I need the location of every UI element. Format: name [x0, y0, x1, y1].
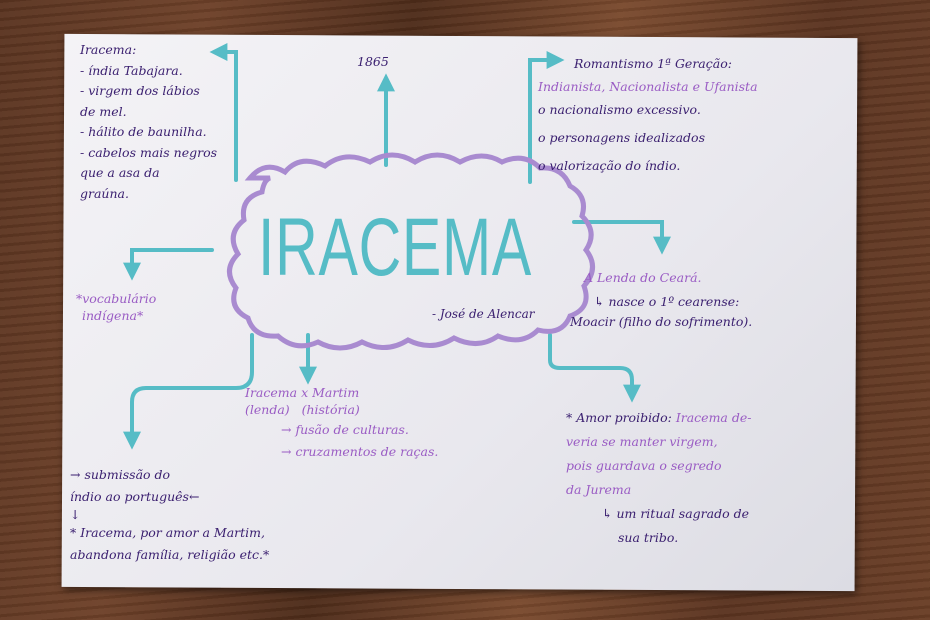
list-item: → fusão de culturas.	[281, 422, 409, 437]
submission-line: → submissão do	[70, 467, 171, 482]
list-item: graúna.	[80, 185, 129, 201]
forbidden-love-text: da Jurema	[566, 482, 632, 497]
list-item: que a asa da	[80, 165, 160, 180]
arrow-vocabulary	[123, 248, 214, 281]
list-item: - hálito de baunilha.	[80, 124, 207, 139]
forbidden-love-sub-text: sua tribo.	[618, 530, 679, 545]
forbidden-love-heading: * Amor proibido:	[566, 410, 672, 425]
list-item: o valorização do índio.	[538, 158, 681, 173]
forbidden-love-text: pois guardava o segredo	[566, 458, 722, 473]
list-item: - índia Tabajara.	[80, 62, 183, 78]
vocabulary-block: *vocabulário indígena*	[76, 290, 156, 324]
contrast-block: Iracema x Martim (lenda) (história) → fu…	[245, 384, 438, 462]
list-item: - cabelos mais negros	[80, 144, 218, 160]
contrast-x: x	[301, 385, 309, 400]
movement-subtitle: Indianista, Nacionalista e Ufanista	[538, 79, 758, 94]
movement-heading: Romantismo 1ª Geração:	[574, 56, 732, 71]
vocabulary-line: indígena*	[82, 308, 144, 323]
submission-line: índio ao português←	[70, 489, 200, 504]
cloud-shape	[227, 152, 595, 351]
submission-line: * Iracema, por amor a Martim,	[70, 525, 265, 540]
forbidden-love-sub: ↳ um ritual sagrado de	[602, 506, 749, 521]
list-item: de mel.	[80, 103, 127, 119]
arrow-characters	[209, 43, 238, 182]
year-label: 1865	[357, 54, 389, 69]
characters-heading: Iracema:	[80, 42, 137, 57]
legend-line1-text: nasce o 1º cearense:	[608, 294, 740, 309]
central-title: IRACEMA	[258, 202, 533, 293]
forbidden-love-block: * Amor proibido: Iracema de- veria se ma…	[566, 406, 751, 550]
contrast-left: Iracema	[245, 385, 298, 400]
forbidden-love-first-line: * Amor proibido: Iracema de-	[566, 406, 751, 430]
legend-heading: A Lenda do Ceará.	[584, 270, 702, 285]
contrast-subs: (lenda) (história)	[245, 401, 438, 418]
list-item: o nacionalismo excessivo.	[538, 102, 701, 117]
characters-block: Iracema: - índia Tabajara. - virgem dos …	[80, 40, 217, 204]
list-item: - virgem dos lábios	[80, 83, 200, 98]
legend-line1: ↳ nasce o 1º cearense:	[594, 294, 740, 309]
legend-block: A Lenda do Ceará. ↳ nasce o 1º cearense:…	[570, 266, 752, 330]
list-item: → cruzamentos de raças.	[281, 444, 439, 459]
forbidden-love-sub-text: um ritual sagrado de	[616, 506, 749, 521]
contrast-left-sub: (lenda)	[245, 402, 290, 417]
arrow-forbidden-love	[548, 333, 641, 403]
forbidden-love-text: veria se manter virgem,	[566, 434, 718, 449]
arrow-movement	[528, 51, 565, 184]
author-name: - José de Alencar	[432, 307, 535, 321]
contrast-right-sub: (história)	[301, 402, 360, 417]
vocabulary-line: *vocabulário	[76, 291, 157, 306]
contrast-right: Martim	[312, 385, 360, 400]
legend-line2: Moacir (filho do sofrimento).	[570, 314, 753, 329]
forbidden-love-text: Iracema de-	[675, 410, 752, 425]
submission-line: abandona família, religião etc.*	[70, 547, 270, 562]
down-arrow-icon: ↓	[70, 507, 81, 522]
arrow-submission	[123, 333, 254, 450]
contrast-names: Iracema x Martim	[245, 384, 438, 401]
arrow-legend	[572, 220, 671, 255]
submission-block: → submissão do índio ao português← ↓ * I…	[70, 464, 269, 566]
list-item: o personagens idealizados	[538, 130, 705, 145]
movement-block: Romantismo 1ª Geração: Indianista, Nacio…	[538, 50, 758, 180]
